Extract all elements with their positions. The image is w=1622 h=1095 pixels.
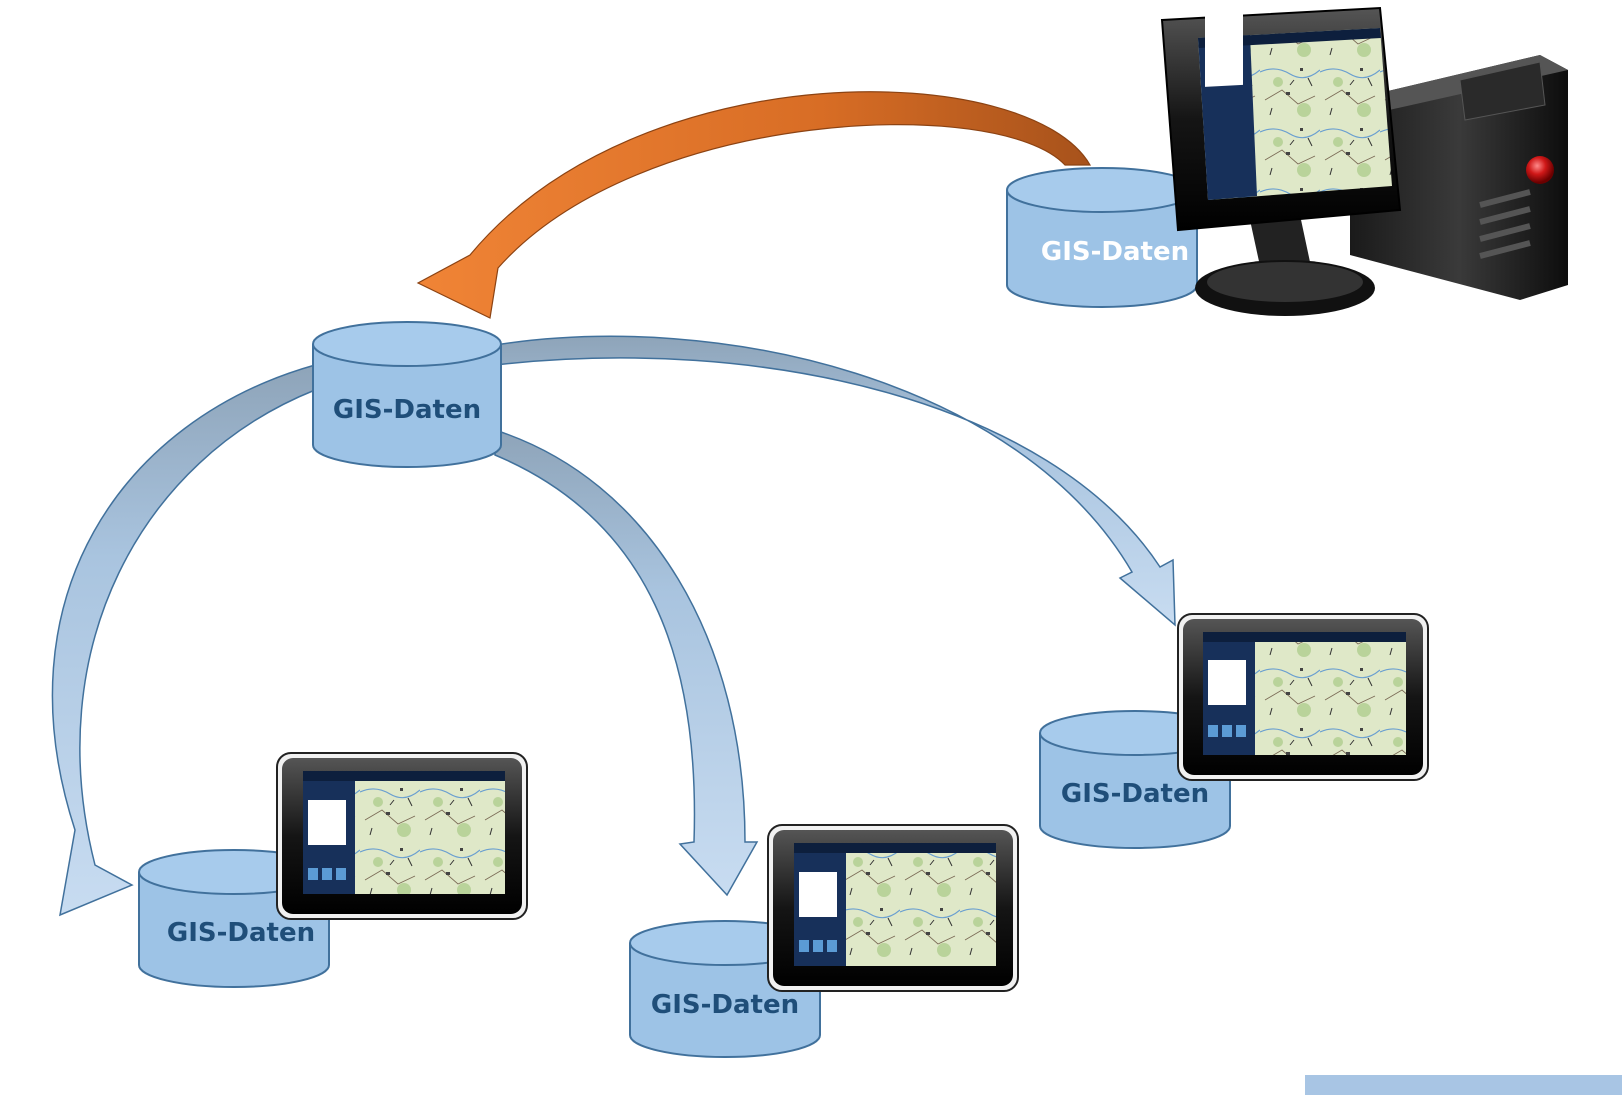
tablet-icon-right (1177, 613, 1429, 781)
workstation-database: GIS-Daten (1006, 167, 1198, 308)
sync-arrow (416, 91, 1092, 319)
distribution-arrow-left (51, 364, 316, 917)
tablet-icon-left (276, 752, 528, 920)
database-label-central: GIS-Daten (333, 395, 481, 425)
database-label-workstation: GIS-Daten (1041, 237, 1189, 267)
distribution-arrow-middle (494, 428, 759, 897)
database-label-left: GIS-Daten (167, 918, 315, 948)
desktop-computer-icon (1160, 0, 1568, 316)
database-label-middle: GIS-Daten (651, 990, 799, 1020)
central-database: GIS-Daten (312, 321, 502, 468)
tablet-icon-middle (767, 824, 1019, 992)
distribution-arrow-right (494, 335, 1176, 627)
database-label-right: GIS-Daten (1061, 779, 1209, 809)
footer-strip (1305, 1075, 1622, 1095)
power-button-icon (1526, 156, 1554, 184)
